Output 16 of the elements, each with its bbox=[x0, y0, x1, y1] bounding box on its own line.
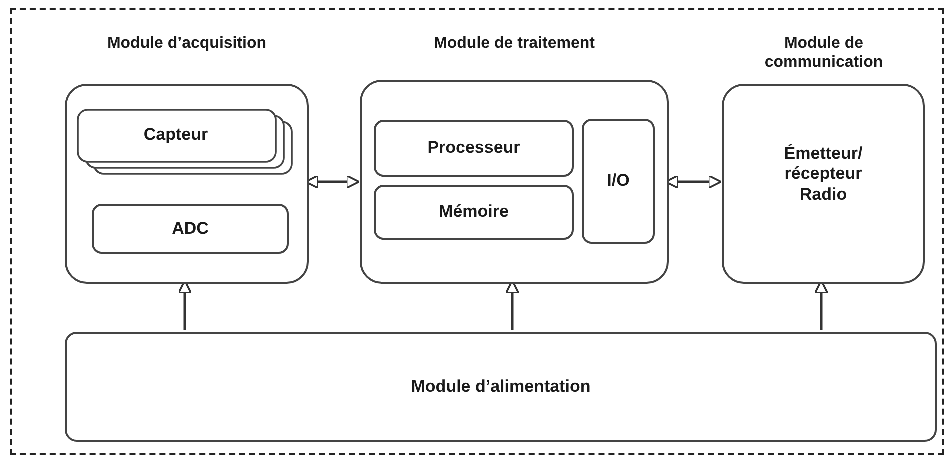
module-heading: Module d’acquisition bbox=[106, 34, 268, 54]
component-box bbox=[374, 120, 574, 177]
module-heading: Module de traitement bbox=[433, 34, 596, 54]
component-box bbox=[92, 204, 289, 254]
component-box bbox=[65, 332, 937, 442]
component-label: Processeur bbox=[428, 138, 520, 159]
component-label: I/O bbox=[607, 171, 630, 192]
component-label: ADC bbox=[172, 218, 209, 240]
component-label: Capteur bbox=[142, 125, 210, 146]
dashed-boundary bbox=[10, 8, 944, 455]
component-label: Émetteur/ récepteur Radio bbox=[783, 144, 864, 206]
component-label: Mémoire bbox=[439, 202, 509, 223]
component-box bbox=[582, 119, 655, 244]
component-box bbox=[374, 185, 574, 240]
component-label: Module d’alimentation bbox=[411, 376, 591, 398]
module-heading: Module de communication bbox=[764, 34, 884, 72]
